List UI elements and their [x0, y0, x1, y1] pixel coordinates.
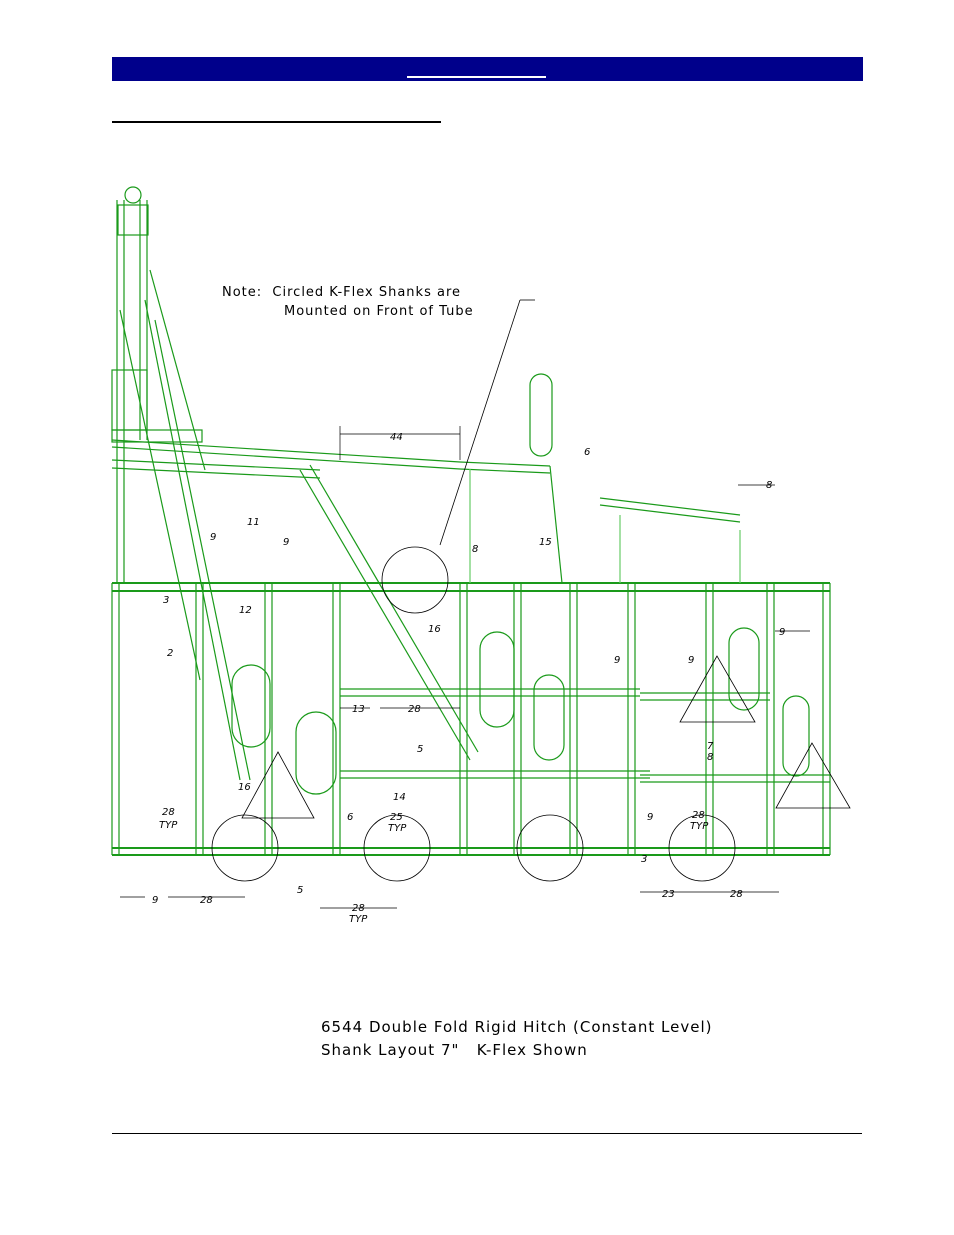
- dim-5: 5: [417, 744, 423, 755]
- dim-typ3: TYP: [690, 821, 709, 832]
- dim-2: 2: [167, 648, 173, 659]
- dim-23: 23: [662, 889, 675, 900]
- dim-11: 11: [247, 517, 260, 528]
- dim-5b: 5: [297, 885, 303, 896]
- frame-lines: [112, 187, 830, 855]
- dim-9a: 9: [210, 532, 216, 543]
- dim-9b: 9: [283, 537, 289, 548]
- dim-25: 25: [390, 812, 403, 823]
- dim-16b: 16: [238, 782, 251, 793]
- caption-line-1: 6544 Double Fold Rigid Hitch (Constant L…: [321, 1018, 713, 1036]
- note-line-2: Mounted on Front of Tube: [284, 304, 474, 319]
- dim-28f: 28: [730, 889, 743, 900]
- dim-typ1: TYP: [159, 820, 178, 831]
- dimension-labels: 44 6 8 11 9 9 8 15 3 12 16 9 9 9 2 13 28…: [152, 432, 785, 925]
- footer-rule: [112, 1133, 862, 1134]
- dim-14: 14: [393, 792, 406, 803]
- dim-8c: 8: [707, 752, 713, 763]
- dim-6-7-16: 6: [584, 447, 590, 458]
- dim-6: 6: [347, 812, 353, 823]
- caption-line-2: Shank Layout 7" K-Flex Shown: [321, 1041, 588, 1059]
- dim-13: 13: [352, 704, 365, 715]
- dim-28b: 28: [162, 807, 175, 818]
- dim-8b: 8: [472, 544, 478, 555]
- dim-28e: 28: [352, 903, 365, 914]
- dim-7: 7: [707, 741, 714, 752]
- dim-9d: 9: [614, 655, 620, 666]
- dim-28c: 28: [692, 810, 705, 821]
- dim-12: 12: [239, 605, 252, 616]
- dim-typ4: TYP: [349, 914, 368, 925]
- dim-28a: 28: [408, 704, 421, 715]
- dim-9e: 9: [688, 655, 694, 666]
- dim-typ2: TYP: [388, 823, 407, 834]
- dim-16a: 16: [428, 624, 441, 635]
- dim-15: 15: [539, 537, 552, 548]
- note-line-1: Note: Circled K-Flex Shanks are: [222, 285, 461, 300]
- dim-9f: 9: [647, 812, 653, 823]
- dim-3: 3: [163, 595, 169, 606]
- dim-3b: 3: [641, 854, 647, 865]
- dim-8a: 8: [766, 480, 772, 491]
- dim-9g: 9: [152, 895, 158, 906]
- dim-9c: 9: [779, 627, 785, 638]
